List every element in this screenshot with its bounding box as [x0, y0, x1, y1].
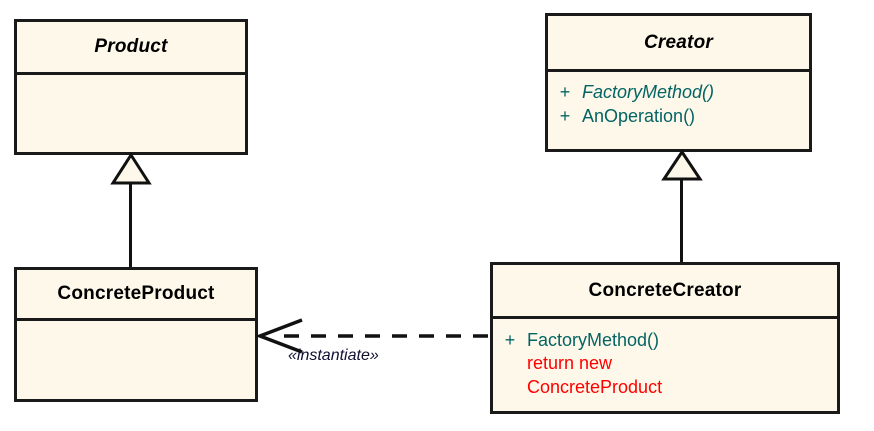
generalization-line-product [129, 182, 132, 267]
generalization-triangle-product [110, 152, 152, 185]
generalization-line-creator [680, 178, 683, 262]
member-visibility: + [504, 330, 516, 350]
instantiate-dependency-arrow [255, 318, 494, 354]
member-name: FactoryMethod() [582, 82, 715, 102]
class-title-concrete-product: ConcreteProduct [17, 270, 255, 321]
class-box-concrete-product[interactable]: ConcreteProduct [14, 267, 258, 402]
member-row: + AnOperation() [548, 104, 809, 128]
generalization-triangle-creator [661, 149, 703, 181]
class-title-creator: Creator [548, 16, 809, 72]
class-members-concrete-product [17, 321, 255, 399]
member-name: AnOperation() [582, 106, 696, 127]
class-box-creator[interactable]: Creator + FactoryMethod() + AnOperation(… [545, 13, 812, 152]
member-visibility: + [559, 82, 571, 102]
class-box-concrete-creator[interactable]: ConcreteCreator + FactoryMethod() return… [490, 262, 840, 414]
class-box-product[interactable]: Product [14, 19, 248, 155]
member-row: + FactoryMethod() [548, 80, 809, 104]
class-members-concrete-creator: + FactoryMethod() return new ConcretePro… [493, 319, 837, 411]
class-title-product: Product [17, 22, 245, 75]
stereotype-label-instantiate: «instantiate» [288, 347, 379, 364]
member-row: + FactoryMethod() [493, 328, 837, 352]
class-members-creator: + FactoryMethod() + AnOperation() [548, 72, 809, 149]
member-visibility: + [559, 106, 571, 127]
class-title-concrete-creator: ConcreteCreator [493, 265, 837, 319]
member-name: FactoryMethod() [527, 330, 660, 350]
note-line: ConcreteProduct [527, 376, 663, 397]
note-line: return new [527, 353, 613, 374]
class-members-product [17, 75, 245, 152]
